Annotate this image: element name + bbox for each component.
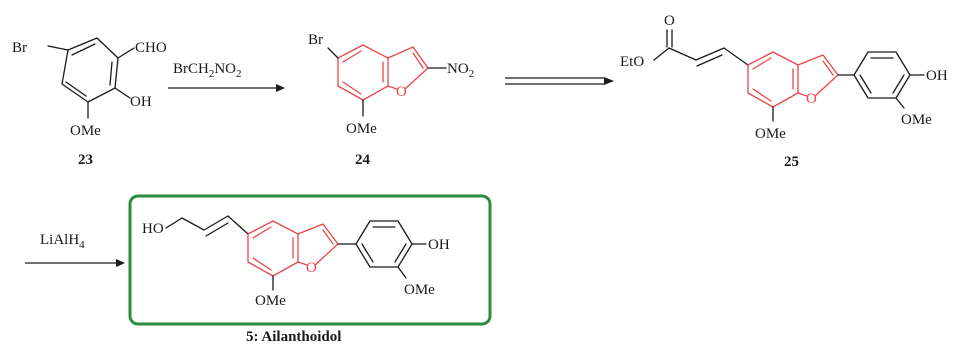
benzo-ring-24 [337, 44, 389, 101]
aldehyde-label-23: CHO [135, 40, 167, 56]
compound-number-24: 24 [355, 152, 371, 168]
furan-oxygen-25: O [806, 91, 817, 107]
reaction-arrow-3: LiAlH4 [25, 232, 125, 267]
bromo-label-24: Br [308, 32, 323, 48]
reagent-bromonitromethane: BrCH2NO2 [173, 61, 242, 80]
reaction-arrow-2 [505, 77, 614, 85]
benzene-ring-23 [61, 37, 119, 103]
reagent-lithium-aluminum-hydride: LiAlH4 [40, 232, 85, 251]
methoxy2-label-5: OMe [404, 282, 435, 298]
compound-25: O EtO O OMe OH OMe 25 [620, 13, 948, 170]
furan-ring-5 [297, 223, 339, 266]
bromo-label-23: Br [12, 40, 27, 56]
hydroxy-label-5: HO [142, 221, 164, 237]
reaction-arrow-1: BrCH2NO2 [168, 61, 285, 92]
nitro-label-24: NO2 [447, 61, 474, 80]
phenyl-ring-25 [853, 51, 911, 99]
ethoxy-label-25: EtO [620, 54, 644, 70]
compound-number-23: 23 [78, 152, 93, 168]
benzo-ring-25 [747, 51, 799, 108]
compound-5-ailanthoidol: HO O OMe OH OMe 5: Ailanthoidol [142, 215, 450, 345]
methoxy-label-24: OMe [346, 121, 377, 137]
compound-number-25: 25 [784, 154, 799, 170]
methoxy2-label-25: OMe [901, 112, 932, 128]
hydroxy-label-25: OH [926, 68, 948, 84]
compound-name-ailanthoidol: 5: Ailanthoidol [246, 329, 341, 345]
furan-ring-24 [387, 46, 429, 90]
furan-oxygen-24: O [396, 84, 407, 100]
hydroxy2-label-5: OH [428, 237, 450, 253]
product-highlight-box [128, 194, 492, 326]
benzo-ring-5 [247, 220, 299, 277]
hydroxy-label-23: OH [130, 94, 152, 110]
carbonyl-oxygen-25: O [664, 13, 675, 29]
furan-ring-25 [797, 54, 839, 97]
furan-oxygen-5: O [306, 260, 317, 276]
compound-24: O Br NO2 OMe 24 [308, 32, 474, 168]
methoxy-label-5: OMe [255, 293, 286, 309]
phenyl-ring-5 [355, 220, 413, 268]
methoxy-label-23: OMe [70, 123, 101, 139]
compound-23: Br CHO OH OMe 23 [12, 37, 167, 168]
methoxy-label-25: OMe [755, 126, 786, 142]
